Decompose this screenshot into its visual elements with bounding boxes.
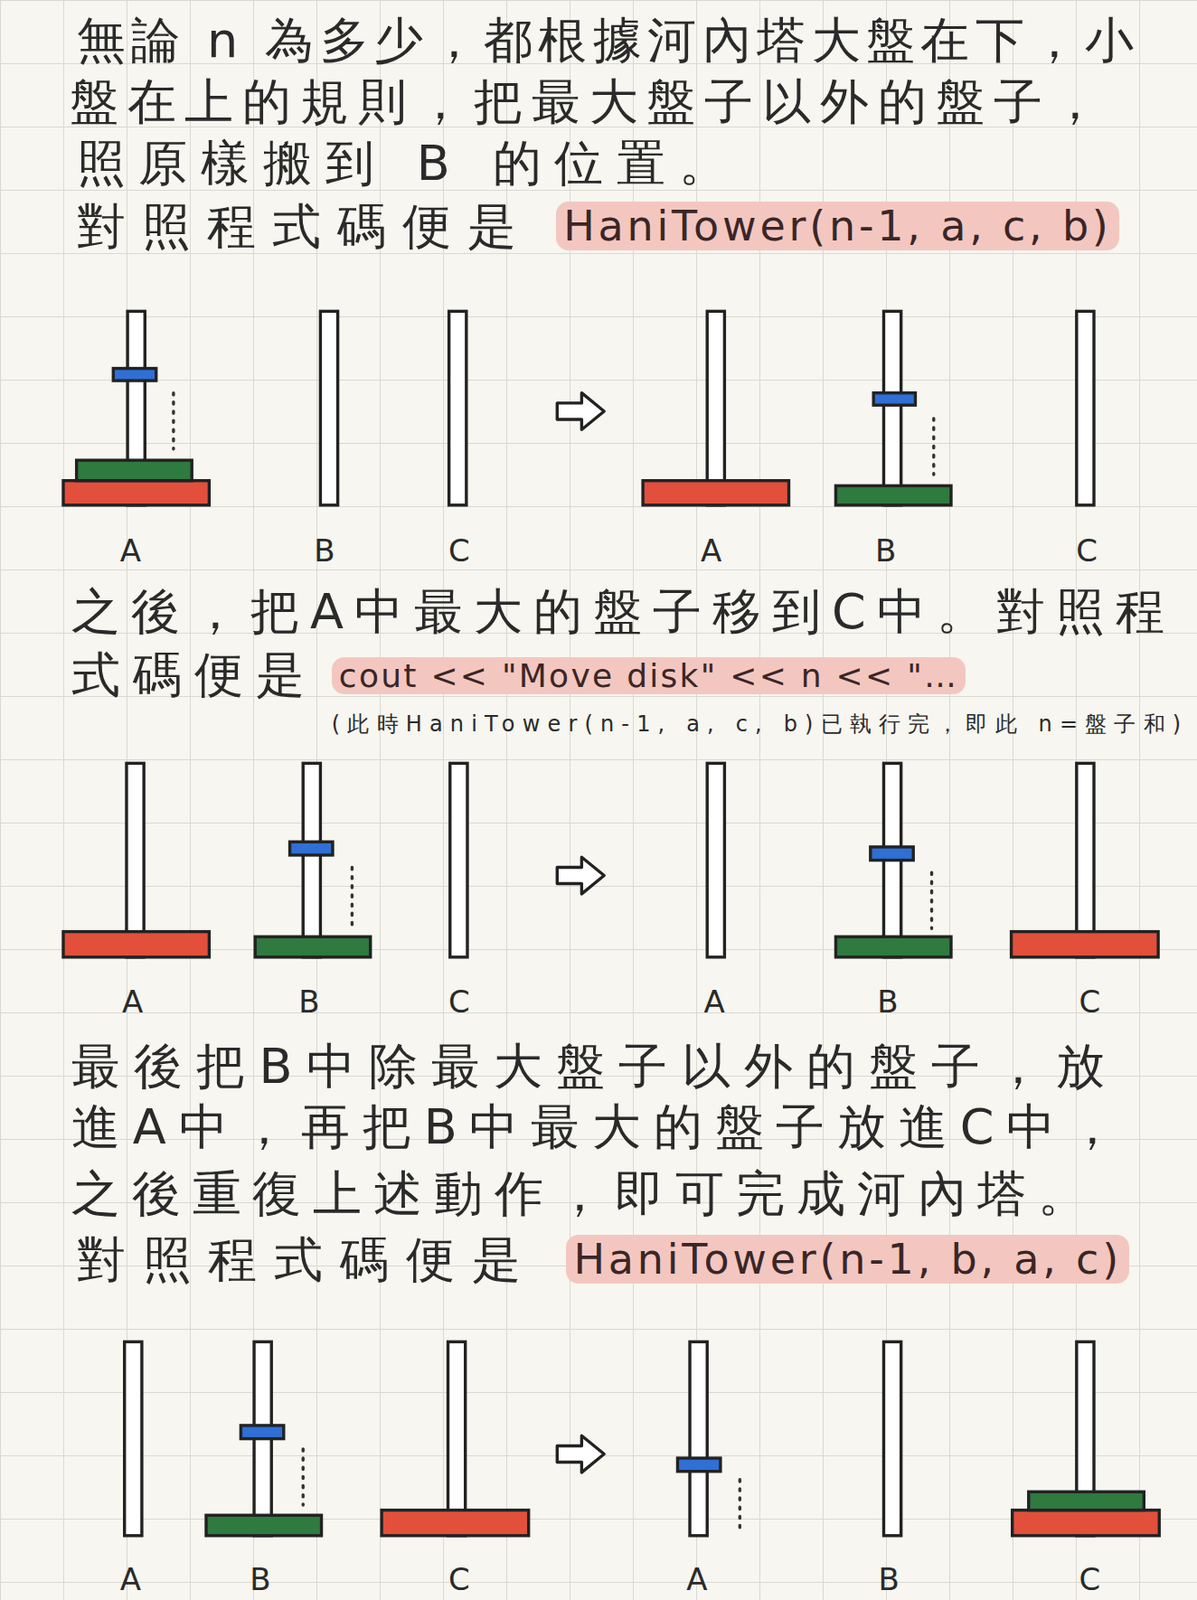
note-line: 盤在上的規則，把最大盤子以外的盤子， <box>69 71 1113 133</box>
peg-label: B <box>239 1560 281 1600</box>
text: 對照程式碼便是 <box>76 1231 538 1289</box>
text: 之後，把A中最大的盤子移到C中。對照程 <box>71 583 1176 641</box>
text: C <box>1075 532 1098 569</box>
text: 盤在上的規則，把最大盤子以外的盤子， <box>69 73 1110 131</box>
text: C <box>448 983 471 1020</box>
peg-label: C <box>438 1560 480 1600</box>
peg-label: A <box>112 982 153 1022</box>
note-line: 之後重復上述動作，即可完成河內塔。 <box>71 1163 1103 1226</box>
note-line: 式碼便是 <box>71 644 322 707</box>
peg-label: B <box>865 531 906 571</box>
text: A <box>700 532 722 569</box>
text: HaniTower(n-1, a, c, b) <box>556 201 1119 251</box>
peg-label: B <box>868 1560 910 1600</box>
text: C <box>1079 1561 1102 1598</box>
text: A <box>703 983 725 1020</box>
note-line: 進A中，再把B中最大的盤子放進C中， <box>71 1096 1133 1159</box>
text: A <box>120 532 142 569</box>
text: A <box>122 983 143 1020</box>
text: A <box>120 1561 142 1598</box>
code-highlight: HaniTower(n-1, b, a, c) <box>565 1234 1132 1287</box>
text: C <box>1079 983 1102 1020</box>
peg-label: A <box>110 1560 151 1600</box>
note-line: 照原樣搬到 B 的位置。 <box>76 132 745 195</box>
text: (此時HaniTower(n-1, a, c, b)已執行完，即此 n=盤子和) <box>331 711 1189 737</box>
text: C <box>448 532 471 569</box>
text: B <box>877 1561 899 1598</box>
text: 無論 n 為多少，都根據河內塔大盤在下，小 <box>76 11 1141 69</box>
text: cout << "Move disk" << n << "… <box>331 657 966 695</box>
text: 式碼便是 <box>71 646 319 704</box>
peg-label: B <box>303 531 345 571</box>
text: B <box>298 983 320 1020</box>
text: HaniTower(n-1, b, a, c) <box>565 1234 1129 1284</box>
peg-label: A <box>694 982 736 1022</box>
note-line: 之後，把A中最大的盤子移到C中。對照程 <box>71 581 1179 643</box>
text: C <box>448 1561 471 1598</box>
text: 最後把B中除最大盤子以外的盤子，放 <box>71 1037 1120 1095</box>
code-highlight: HaniTower(n-1, a, c, b) <box>556 200 1122 254</box>
text: 之後重復上述動作，即可完成河內塔。 <box>71 1165 1099 1223</box>
text: 照原樣搬到 B 的位置。 <box>76 134 742 192</box>
text: A <box>686 1561 707 1598</box>
note-line: 最後把B中除最大盤子以外的盤子，放 <box>71 1036 1123 1098</box>
text: B <box>876 983 898 1020</box>
peg-label: B <box>867 982 908 1022</box>
peg-label: A <box>690 531 732 571</box>
text: 對照程式碼便是 <box>76 197 533 255</box>
peg-label: C <box>1069 1560 1111 1600</box>
peg-label: B <box>288 982 330 1022</box>
peg-label: C <box>438 531 480 571</box>
note-line: (此時HaniTower(n-1, a, c, b)已執行完，即此 n=盤子和) <box>331 710 1193 738</box>
text: 進A中，再把B中最大的盤子放進C中， <box>71 1098 1130 1156</box>
peg-label: C <box>1069 982 1111 1022</box>
text: B <box>875 532 896 569</box>
text: B <box>249 1561 271 1598</box>
peg-label: C <box>1066 531 1108 571</box>
note-line: 無論 n 為多少，都根據河內塔大盤在下，小 <box>76 9 1144 72</box>
code-highlight: cout << "Move disk" << n << "… <box>331 655 970 697</box>
peg-label: A <box>110 531 151 571</box>
note-line: 對照程式碼便是 <box>76 1229 547 1292</box>
peg-label: C <box>438 982 480 1022</box>
note-line: 對照程式碼便是 <box>76 196 537 258</box>
peg-label: A <box>676 1560 717 1600</box>
text: B <box>313 532 335 569</box>
